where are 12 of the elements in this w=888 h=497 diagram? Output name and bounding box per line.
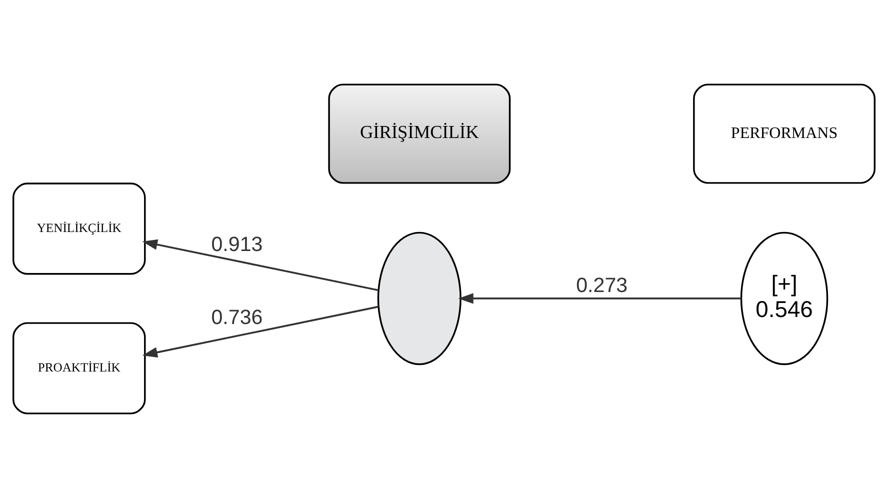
- edge-label: 0.913: [211, 232, 263, 256]
- node-box: PROAKTİFLİK: [12, 322, 146, 414]
- node-box: PERFORMANS: [693, 83, 876, 184]
- edge-label: 0.736: [211, 306, 263, 329]
- node-ellipse: [377, 231, 462, 365]
- arrow: [142, 238, 379, 291]
- node-ellipse: [+] 0.546: [740, 231, 828, 365]
- node-box: YENİLİKÇİLİK: [12, 182, 146, 274]
- arrow: [142, 305, 379, 358]
- node-box: GİRİŞİMCİLİK: [328, 83, 511, 184]
- edge-label: 0.273: [576, 274, 628, 297]
- arrow: [458, 292, 742, 304]
